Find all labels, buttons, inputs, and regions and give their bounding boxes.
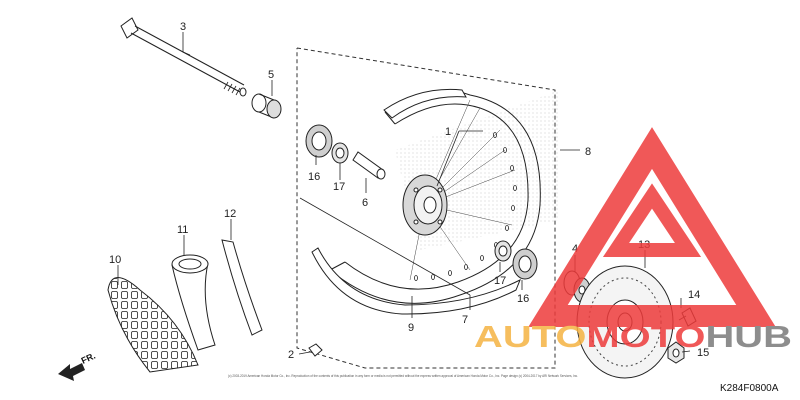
rim-band xyxy=(311,88,521,315)
distance-collar xyxy=(352,151,386,180)
front-tire xyxy=(107,277,199,373)
callout-4: 4 xyxy=(572,243,578,255)
front-direction-label: FR. xyxy=(80,351,97,366)
callout-7: 7 xyxy=(462,314,468,326)
radial-bearing-right xyxy=(494,240,512,262)
callout-10: 10 xyxy=(109,254,121,266)
callout-17-left: 17 xyxy=(333,181,345,193)
callout-15: 15 xyxy=(697,347,709,359)
callout-5: 5 xyxy=(268,69,274,81)
inner-tube xyxy=(171,254,216,351)
watermark-moto-text: MOTO xyxy=(586,319,705,354)
callout-1: 1 xyxy=(445,126,451,138)
callout-12: 12 xyxy=(224,208,236,220)
callout-11: 11 xyxy=(177,224,188,236)
callout-2: 2 xyxy=(288,349,294,361)
flange-bolt xyxy=(308,343,323,357)
callout-3: 3 xyxy=(180,21,186,33)
callout-17-right: 17 xyxy=(494,275,506,287)
assembly-outline xyxy=(296,47,556,369)
radial-bearing-left xyxy=(331,142,349,164)
rim-holes xyxy=(414,132,517,281)
dust-seal-right xyxy=(512,248,538,280)
callout-16-left: 16 xyxy=(308,171,320,183)
watermark-auto-text: AUTO xyxy=(474,319,586,354)
callout-labels: 3 5 1 8 16 17 6 12 11 4 13 10 17 14 16 7… xyxy=(109,21,709,361)
watermark-triangles-icon xyxy=(528,127,776,327)
front-wheel-hub xyxy=(402,174,448,236)
diagram-code: K284F0800A xyxy=(720,383,779,394)
callout-16-right: 16 xyxy=(517,293,529,305)
front-axle xyxy=(120,17,247,97)
callout-6: 6 xyxy=(362,197,368,209)
watermark-hub-text: HUB xyxy=(705,319,792,354)
dust-seal-left xyxy=(305,124,333,158)
copyright-text: (c) 2003-2019 American Honda Motor Co., … xyxy=(228,373,578,378)
callout-14: 14 xyxy=(688,289,700,301)
disk-nut xyxy=(667,341,685,364)
front-direction-arrow: FR. xyxy=(58,351,97,381)
rim-strip xyxy=(221,239,263,336)
callout-9: 9 xyxy=(408,322,414,334)
callout-8: 8 xyxy=(585,146,591,158)
side-collar xyxy=(251,93,282,119)
